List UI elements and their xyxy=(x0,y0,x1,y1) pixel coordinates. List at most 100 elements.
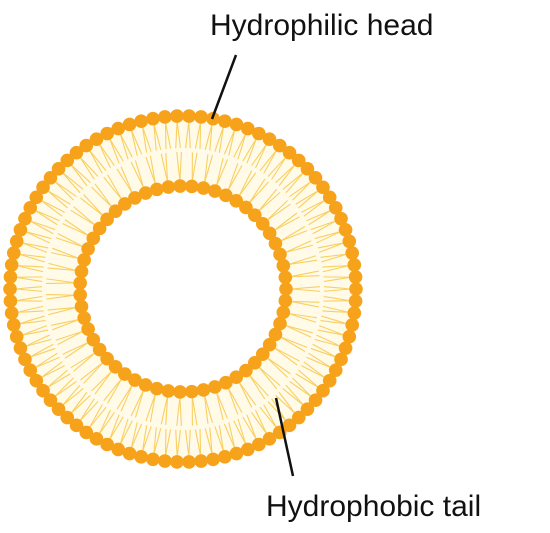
outer-lipid-tail xyxy=(29,343,54,358)
inner-lipid-tail xyxy=(274,347,298,366)
outer-lipid-head xyxy=(347,306,362,320)
inner-lipid-head xyxy=(173,179,187,193)
outer-lipid-head xyxy=(100,126,114,141)
outer-lipid-tail xyxy=(47,369,68,388)
inner-lipid-head xyxy=(73,276,87,290)
outer-lipid-tail xyxy=(17,305,44,313)
outer-lipid-head xyxy=(229,117,244,132)
outer-lipid-tail xyxy=(79,156,99,177)
inner-lipid-head xyxy=(118,197,132,211)
inner-lipid-head xyxy=(150,381,164,396)
outer-lipid-tail xyxy=(194,429,202,456)
outer-lipid-head xyxy=(146,452,160,467)
outer-lipid-head xyxy=(69,145,84,160)
inner-lipid-tail xyxy=(47,307,76,311)
outer-lipid-tail xyxy=(47,190,71,205)
outer-lipid-head xyxy=(328,200,343,215)
inner-lipid-tail xyxy=(179,151,182,181)
inner-lipid-head xyxy=(247,208,262,222)
outer-lipid-tail xyxy=(285,172,304,194)
outer-lipid-tail xyxy=(19,253,46,258)
outer-lipid-tail xyxy=(303,199,326,217)
inner-lipid-head xyxy=(262,337,277,352)
outer-lipid-tail xyxy=(314,338,341,347)
inner-lipid-tail xyxy=(46,293,75,296)
inner-lipid-head xyxy=(196,383,211,397)
outer-lipid-tail xyxy=(228,129,236,156)
outer-lipid-tail xyxy=(40,199,65,213)
outer-lipid-tail xyxy=(176,121,181,149)
outer-lipid-tail xyxy=(242,416,257,440)
inner-lipid-head xyxy=(74,299,89,314)
inner-lipid-tail xyxy=(216,159,229,186)
inner-lipid-head xyxy=(108,360,123,374)
outer-lipid-head xyxy=(23,200,38,215)
inner-lipid-head xyxy=(81,242,95,256)
inner-lipid-tail xyxy=(149,155,156,184)
inner-lipid-tail xyxy=(107,174,123,200)
outer-lipid-head xyxy=(134,450,148,464)
inner-lipid-head xyxy=(128,373,142,387)
inner-lipid-head xyxy=(273,316,287,331)
inner-lipid-head xyxy=(276,305,291,320)
outer-lipid-head xyxy=(342,234,357,249)
outer-lipid-tail xyxy=(282,388,304,406)
outer-lipid-head xyxy=(252,126,266,141)
outer-lipid-head xyxy=(300,402,315,416)
outer-lipid-head xyxy=(9,234,24,249)
inner-lipid-tail xyxy=(103,378,123,402)
outer-lipid-head xyxy=(308,171,323,185)
outer-lipid-tail xyxy=(275,394,296,414)
outer-lipid-head xyxy=(36,180,50,195)
inner-lipid-tail xyxy=(116,384,133,410)
outer-lipid-tail xyxy=(322,310,349,313)
outer-lipid-tail xyxy=(119,133,133,158)
inner-lipid-head xyxy=(218,375,233,390)
outer-lipid-tail xyxy=(306,356,331,369)
outer-lipid-tail xyxy=(89,150,107,172)
inner-lipid-tail xyxy=(249,181,269,204)
inner-lipid-tail xyxy=(46,282,75,285)
inner-lipid-tail xyxy=(227,387,239,415)
outer-lipid-tail xyxy=(204,428,213,454)
outer-lipid-tail xyxy=(98,409,112,435)
inner-lipid-tail xyxy=(290,300,319,308)
outer-lipid-head xyxy=(4,258,19,272)
outer-lipid-head xyxy=(23,363,38,378)
inner-lipid-tail xyxy=(165,153,169,182)
inner-lipid-tail xyxy=(120,166,133,193)
outer-lipid-head xyxy=(218,450,232,464)
outer-lipid-tail xyxy=(119,418,129,445)
inner-lipid-tail xyxy=(94,183,113,208)
outer-lipid-tail xyxy=(62,384,81,406)
outer-lipid-head xyxy=(51,402,66,416)
inner-lipid-tail xyxy=(288,313,317,323)
inner-lipid-head xyxy=(255,217,270,231)
outer-lipid-head xyxy=(262,132,277,146)
outer-lipid-tail xyxy=(142,126,152,152)
outer-lipid-head xyxy=(111,121,125,136)
outer-lipid-head xyxy=(291,410,306,425)
outer-lipid-tail xyxy=(89,404,103,428)
inner-lipid-head xyxy=(173,385,187,399)
outer-lipid-tail xyxy=(214,426,224,452)
inner-lipid-tail xyxy=(50,319,79,326)
outer-lipid-head xyxy=(334,211,348,226)
outer-lipid-head xyxy=(9,329,24,344)
inner-lipid-tail xyxy=(291,275,320,278)
inner-lipid-head xyxy=(118,367,132,381)
outer-lipid-tail xyxy=(310,347,336,358)
outer-lipid-head xyxy=(69,418,84,433)
inner-lipid-tail xyxy=(73,206,96,226)
inner-lipid-head xyxy=(278,270,293,285)
outer-lipid-head xyxy=(262,432,277,446)
outer-lipid-tail xyxy=(246,138,257,164)
inner-lipid-head xyxy=(150,182,164,197)
outer-lipid-head xyxy=(158,110,172,124)
inner-lipid-head xyxy=(239,363,253,378)
inner-lipid-head xyxy=(138,186,153,200)
inner-lipid-head xyxy=(81,322,95,336)
outer-lipid-head xyxy=(158,454,172,468)
outer-lipid-head xyxy=(170,109,184,123)
